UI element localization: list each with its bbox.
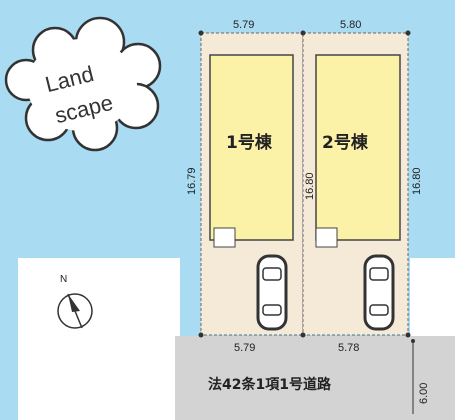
lot1-left-depth: 16.79: [186, 167, 198, 195]
corner-marker: [405, 332, 411, 338]
road-label: 法42条1項1号道路: [208, 376, 332, 393]
road-dimension-marker: [411, 339, 415, 343]
car-2: [363, 254, 395, 331]
lot2-bottom-width: 5.78: [338, 342, 359, 354]
road-area: [175, 336, 455, 420]
neighbor-area-left: [18, 258, 180, 420]
lot1-bottom-width: 5.79: [234, 342, 255, 354]
road-width: 6.00: [418, 383, 430, 404]
corner-marker: [198, 332, 204, 338]
corner-marker: [300, 332, 306, 338]
corner-marker: [198, 30, 204, 36]
corner-marker: [300, 30, 306, 36]
car-1: [256, 254, 288, 331]
corner-marker: [405, 30, 411, 36]
logo-cloud: [4, 16, 162, 152]
compass-icon: [57, 293, 93, 329]
lot2-top-width: 5.80: [340, 19, 361, 31]
lot1-right-depth: 16.80: [304, 172, 316, 200]
lot1-top-width: 5.79: [233, 19, 254, 31]
compass-label: N: [60, 274, 67, 285]
building-1-label: 1号棟: [226, 132, 273, 153]
building-2: [315, 54, 401, 241]
entrance-2: [315, 227, 338, 248]
neighbor-area-right: [410, 258, 455, 338]
lot2-right-depth: 16.80: [411, 167, 423, 195]
building-1: [209, 54, 294, 241]
entrance-1: [213, 227, 236, 248]
building-2-label: 2号棟: [322, 132, 369, 153]
